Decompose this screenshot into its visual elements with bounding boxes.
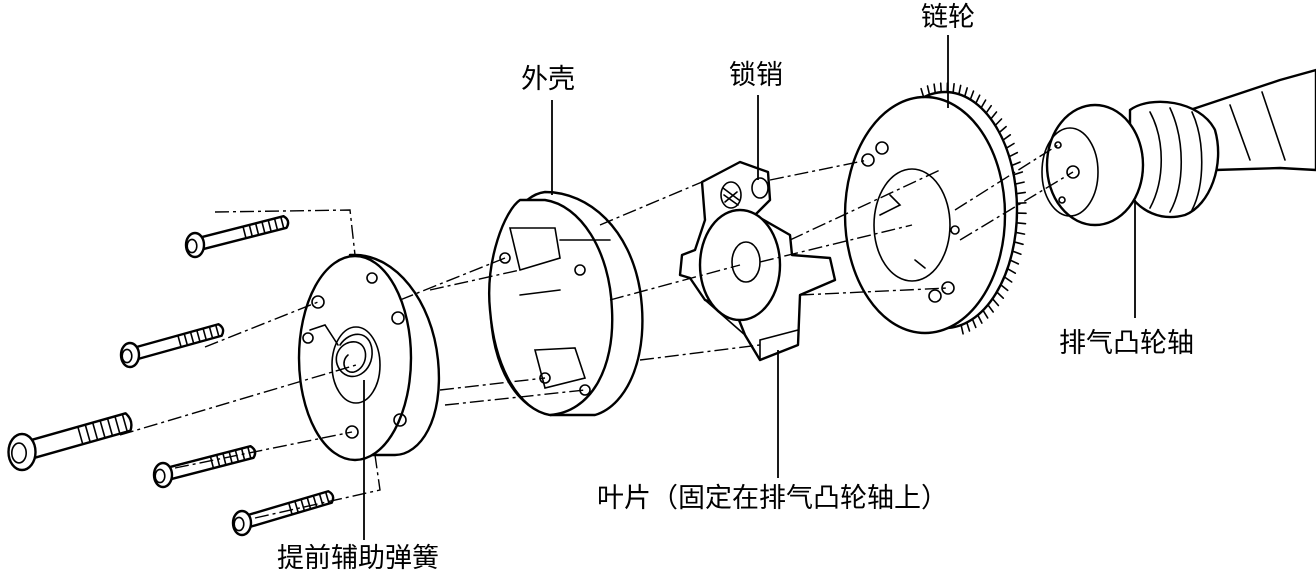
sprocket-tooth <box>998 125 1007 134</box>
sprocket-tooth <box>1003 276 1013 283</box>
label-vane: 叶片（固定在排气凸轮轴上） <box>597 483 948 514</box>
leader-lines <box>363 35 1136 540</box>
sprocket-tooth <box>1009 259 1020 265</box>
housing <box>488 190 644 417</box>
sprocket-tooth <box>963 87 969 98</box>
sprocket-tooth <box>958 84 962 95</box>
sprocket-tooth <box>1014 181 1025 185</box>
sprocket-tooth <box>980 99 987 109</box>
bolts <box>7 214 335 537</box>
sprocket-tooth <box>976 314 983 324</box>
cover-plate <box>297 253 441 462</box>
sprocket-tooth <box>985 104 993 114</box>
advance-assist-spring <box>309 324 373 378</box>
sprocket-tooth <box>1008 151 1019 158</box>
label-housing: 外壳 <box>521 64 575 95</box>
sprocket-tooth <box>939 82 943 93</box>
sprocket-tooth <box>969 90 975 101</box>
sprocket-tooth <box>920 87 925 99</box>
sprocket-tooth <box>965 321 971 332</box>
sprocket-tooth <box>987 303 995 313</box>
exhaust-camshaft <box>1041 68 1316 227</box>
sprocket-tooth <box>1002 134 1012 141</box>
sprocket-tooth <box>999 283 1009 292</box>
sprocket-tooth <box>1006 267 1017 275</box>
label-advance-assist-spring: 提前辅助弹簧 <box>277 543 439 574</box>
bolt <box>152 444 257 489</box>
sprocket-tooth <box>1014 231 1026 235</box>
sprocket-tooth <box>974 94 981 105</box>
sprocket-tooth <box>991 297 1000 307</box>
assembly-lines <box>119 144 1074 519</box>
lock-pin <box>720 177 769 209</box>
sprocket-tooth <box>1016 202 1027 205</box>
sprocket-tooth <box>994 118 1003 127</box>
sprocket-tooth <box>1010 161 1021 167</box>
label-lock-pin: 锁销 <box>729 60 783 91</box>
sprocket-tooth <box>952 83 955 94</box>
sprocket-tooth <box>1015 222 1027 225</box>
bolt <box>231 490 335 537</box>
sprocket-tooth <box>960 324 964 335</box>
sprocket-tooth <box>1011 250 1022 255</box>
label-sprocket: 链轮 <box>921 2 975 33</box>
sprocket-tooth <box>1005 142 1015 149</box>
bolt <box>119 323 225 369</box>
sprocket-tooth <box>971 318 977 329</box>
sprocket-tooth <box>1015 191 1026 195</box>
vane-rotor <box>678 160 837 362</box>
sprocket-tooth <box>933 83 937 94</box>
sprocket-tooth <box>926 85 931 96</box>
sprocket-tooth <box>982 309 989 319</box>
sprocket-tooth <box>989 111 998 120</box>
sprocket-tooth <box>995 291 1005 300</box>
label-exhaust-camshaft: 排气凸轮轴 <box>1059 328 1194 359</box>
sprocket-tooth <box>1013 241 1024 246</box>
sprocket-tooth <box>1012 171 1024 176</box>
bolt <box>184 214 290 259</box>
sprocket <box>843 82 1027 335</box>
bolt <box>7 412 133 472</box>
